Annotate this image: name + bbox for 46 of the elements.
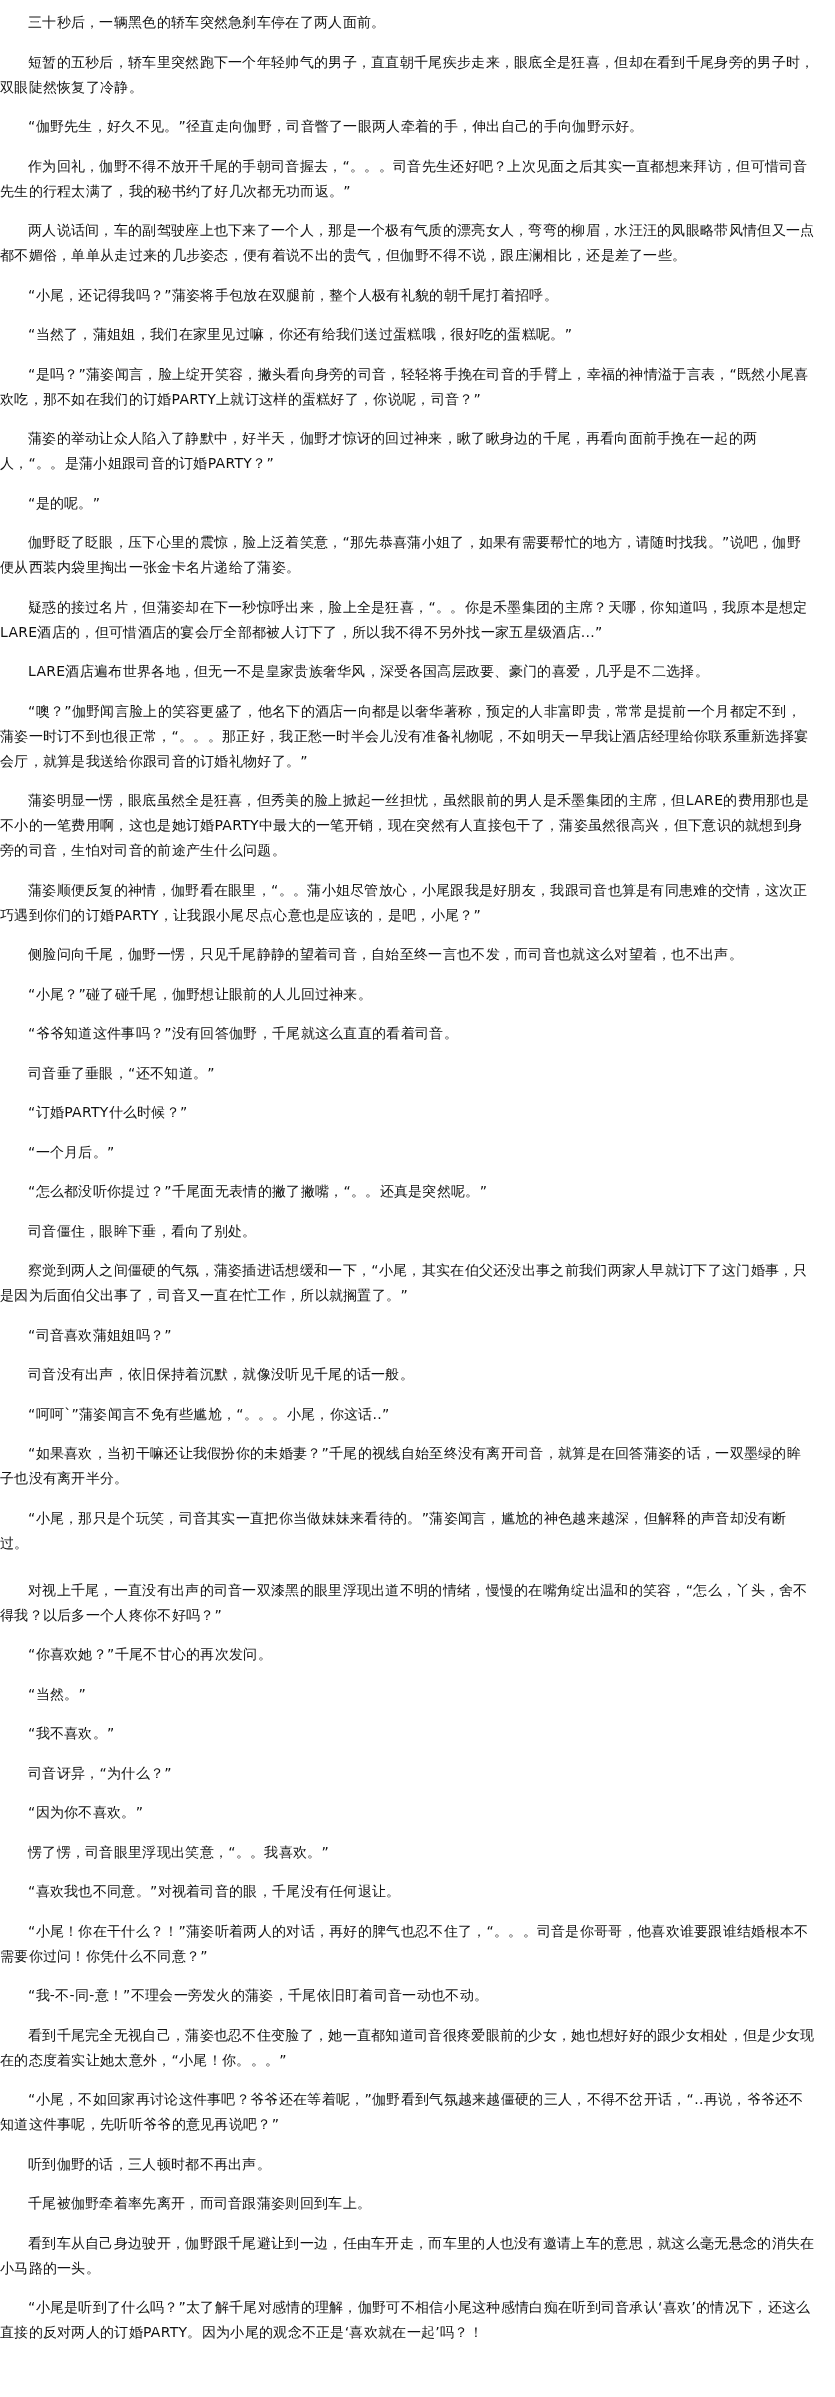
paragraph: 蒲姿明显一愣，眼底虽然全是狂喜，但秀美的脸上掀起一丝担忧，虽然眼前的男人是禾墨集团的主席，但LARE的费用那也是不小的一笔费用啊，这也是她订婚PARTY中最大的一笔开销，现在突然有人直接包干了，蒲姿虽然很高兴，但下意识的就想到身旁的司音，生怕对司音的前途产生什么问题。 (0, 791, 811, 860)
paragraph: “是的呢。” (27, 493, 102, 513)
paragraph: 伽野眨了眨眼，压下心里的震惊，脸上泛着笑意，“那先恭喜蒲小姐了，如果有需要帮忙的地方，请随时找我。”说吧，伽野便从西装内袋里掏出一张金卡名片递给了蒲姿。 (0, 533, 802, 577)
paragraph: “司音喜欢蒲姐姐吗？” (27, 1325, 173, 1345)
paragraph: 侧脸问向千尾，伽野一愣，只见千尾静静的望着司音，自始至终一言也不发，而司音也就这么对望着，也不出声。 (27, 945, 744, 964)
paragraph: 两人说话间，车的副驾驶座上也下来了一个人，那是一个极有气质的漂亮女人，弯弯的柳眉，水汪汪的凤眼略带风情但又一点都不媚俗，单单从走过来的几步姿态，便有着说不出的贵气，但伽野不得不说，跟庄澜相比，还是差了一些。 (0, 221, 815, 265)
paragraph: “我不喜欢。” (27, 1724, 116, 1743)
paragraph: “当然了，蒲姐姐，我们在家里见过嘛，你还有给我们送过蛋糕哦，很好吃的蛋糕呢。” (27, 325, 574, 344)
paragraph: “你喜欢她？”千尾不甘心的再次发问。 (27, 1645, 273, 1664)
paragraph: “小尾，那只是个玩笑，司音其实一直把你当做妹妹来看待的。”蒲姿闻言，尴尬的神色越来越深，但解释的声音却没有断过。 (0, 1508, 788, 1553)
paragraph: “小尾？”碰了碰千尾，伽野想让眼前的人儿回过神来。 (27, 984, 373, 1004)
paragraph: 看到千尾完全无视自己，蒲姿也忍不住变脸了，她一直都知道司音很疼爱眼前的少女，她也想好好的跟少女相处，但是少女现在的态度着实让她太意外，“小尾！你。。。” (0, 2025, 815, 2070)
paragraph: 三十秒后，一辆黑色的轿车突然急刹车停在了两人面前。 (27, 13, 387, 32)
paragraph: 司音垂了垂眼，“还不知道。” (27, 1063, 216, 1083)
paragraph: “因为你不喜欢。” (27, 1803, 145, 1822)
paragraph: “当然。” (27, 1684, 87, 1704)
paragraph: 疑惑的接过名片，但蒲姿却在下一秒惊呼出来，脸上全是狂喜，“。。你是禾墨集团的主席？天哪，你知道吗，我原本是想定LARE酒店的，但可惜酒店的宴会厅全部都被人订下了，所以我不得不另外找一家五星级酒店...” (0, 597, 809, 642)
paragraph: “如果喜欢，当初干嘛还让我假扮你的未婚妻？”千尾的视线自始至终没有离开司音，就算是在回答蒲姿的话，一双墨绿的眸子也没有离开半分。 (0, 1444, 802, 1488)
paragraph: “伽野先生，好久不见。”径直走向伽野，司音瞥了一眼两人牵着的手，伸出自己的手向伽野示好。 (27, 117, 645, 136)
paragraph: 对视上千尾，一直没有出声的司音一双漆黑的眼里浮现出道不明的情绪，慢慢的在嘴角绽出温和的笑容，“怎么，丫头，舍不得我？以后多一个人疼你不好吗？” (0, 1580, 809, 1625)
paragraph: 司音讶异，“为什么？” (27, 1763, 173, 1783)
paragraph: “一个月后。” (27, 1142, 116, 1162)
paragraph: 听到伽野的话，三人顿时都不再出声。 (27, 2154, 273, 2174)
paragraph: “怎么都没听你提过？”千尾面无表情的撇了撇嘴，“。。还真是突然呢。” (27, 1182, 489, 1201)
paragraph: 千尾被伽野牵着率先离开，而司音跟蒲姿则回到车上。 (27, 2194, 373, 2213)
paragraph: “小尾！你在干什么？！”蒲姿听着两人的对话，再好的脾气也忍不住了，“。。。司音是你哥哥，他喜欢谁要跟谁结婚根本不需要你过问！你凭什么不同意？” (0, 1921, 810, 1966)
paragraph: 司音没有出声，依旧保持着沉默，就像没听见千尾的话一般。 (27, 1365, 416, 1384)
paragraph: 蒲姿的举动让众人陷入了静默中，好半天，伽野才惊讶的回过神来，瞅了瞅身边的千尾，再看向面前手挽在一起的两人，“。。是蒲小姐跟司音的订婚PARTY？” (0, 429, 759, 473)
paragraph: “小尾，不如回家再讨论这件事吧？爷爷还在等着呢，”伽野看到气氛越来越僵硬的三人，不得不岔开话，“..再说，爷爷还不知道这件事呢，先听听爷爷的意见再说吧？” (0, 2090, 805, 2134)
paragraph: “我-不-同-意！”不理会一旁发火的蒲姿，千尾依旧盯着司音一动也不动。 (27, 1986, 490, 2005)
paragraph: “喜欢我也不同意。”对视着司音的眼，千尾没有任何退让。 (27, 1882, 402, 1901)
paragraph: “呵呵`”蒲姿闻言不免有些尴尬，“。。。小尾，你这话..” (27, 1404, 391, 1424)
paragraph: “订婚PARTY什么时候？” (27, 1103, 189, 1122)
paragraph: “小尾，还记得我吗？”蒲姿将手包放在双腿前，整个人极有礼貌的朝千尾打着招呼。 (27, 285, 559, 305)
paragraph: 蒲姿顺便反复的神情，伽野看在眼里，“。。蒲小姐尽管放心，小尾跟我是好朋友，我跟司音也算是有同患难的交情，这次正巧遇到你们的订婚PARTY，让我跟小尾尽点心意也是应该的，是吧，小尾？” (0, 880, 809, 925)
paragraph: 愣了愣，司音眼里浮现出笑意，“。。我喜欢。” (26, 1842, 331, 1862)
paragraph: “噢？”伽野闻言脸上的笑容更盛了，他名下的酒店一向都是以奢华著称，预定的人非富即贵，常常是提前一个月都定不到，蒲姿一时订不到也很正常，“。。。那正好，我正愁一时半会儿没有准备礼物呢，不如明天一早我让酒店经理给你联系重新选择宴会厅，就算是我送给你跟司音的订婚礼物好了。” (0, 701, 810, 771)
paragraph: “爷爷知道这件事吗？”没有回答伽野，千尾就这么直直的看着司音。 (27, 1024, 459, 1043)
paragraph: 看到车从自己身边驶开，伽野跟千尾避让到一边，任由车开走，而车里的人也没有邀请上车的意思，就这么毫无悬念的消失在小马路的一头。 (0, 2233, 815, 2278)
paragraph: “是吗？”蒲姿闻言，脸上绽开笑容，撇头看向身旁的司音，轻轻将手挽在司音的手臂上，幸福的神情溢于言表，“既然小尾喜欢吃，那不如在我们的订婚PARTY上就订这样的蛋糕好了，你说呢，司音？” (0, 364, 810, 409)
paragraph: 司音僵住，眼眸下垂，看向了别处。 (27, 1221, 258, 1241)
paragraph: LARE酒店遍布世界各地，但无一不是皇家贵族奢华风，深受各国高层政要、豪门的喜爱，几乎是不二选择。 (27, 662, 710, 681)
paragraph: 作为回礼，伽野不得不放开千尾的手朝司音握去，“。。。司音先生还好吧？上次见面之后其实一直都想来拜访，但可惜司音先生的行程太满了，我的秘书约了好几次都无功而返。” (0, 156, 809, 201)
paragraph: “小尾是听到了什么吗？”太了解千尾对感情的理解，伽野可不相信小尾这种感情白痴在听到司音承认‘喜欢’的情况下，还这么直接的反对两人的订婚PARTY。因为小尾的观念不正是‘喜欢就在一起’吗？！ (0, 2298, 812, 2342)
paragraph: 短暂的五秒后，轿车里突然跑下一个年轻帅气的男子，直直朝千尾疾步走来，眼底全是狂喜，但却在看到千尾身旁的男子时，双眼陡然恢复了冷静。 (0, 52, 815, 97)
paragraph: 察觉到两人之间僵硬的气氛，蒲姿插进话想缓和一下，“小尾，其实在伯父还没出事之前我们两家人早就订下了这门婚事，只是因为后面伯父出事了，司音又一直在忙工作，所以就搁置了。” (0, 1261, 809, 1305)
